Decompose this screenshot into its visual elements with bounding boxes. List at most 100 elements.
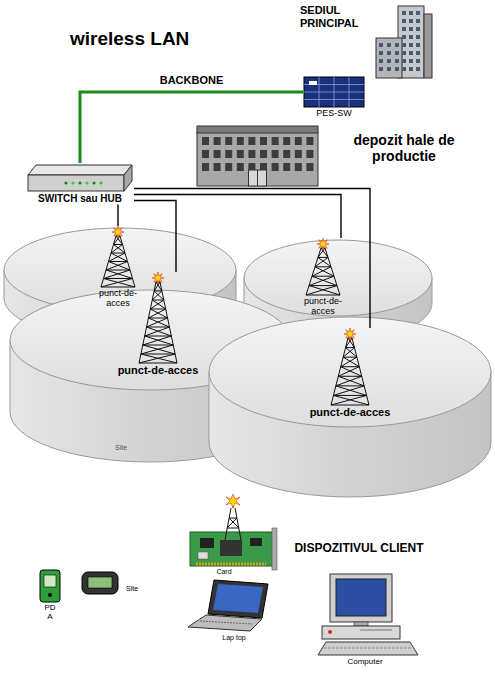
- building-icon: [409, 43, 413, 47]
- tower-lattice: [141, 345, 173, 354]
- building-icon: [225, 137, 232, 145]
- tower-lattice: [109, 262, 131, 271]
- access-point: punct-de-acces: [108, 272, 208, 377]
- tower-lattice: [306, 248, 321, 295]
- rack-icon: [334, 77, 335, 107]
- computer-icon: [330, 574, 392, 622]
- building-icon: [387, 51, 391, 55]
- pager-icon: [82, 572, 118, 594]
- node-label: depozit hale de productie: [334, 132, 474, 164]
- building-icon: [272, 150, 279, 158]
- building-icon: [409, 19, 413, 23]
- laptop-icon: [200, 621, 252, 624]
- laptop-icon: [213, 584, 263, 613]
- tower-lattice: [145, 336, 174, 345]
- building-icon: [260, 137, 267, 145]
- building-icon: [376, 38, 402, 78]
- building-icon: [416, 67, 420, 71]
- building-icon: [257, 170, 258, 186]
- node-label: punct-de-acces: [108, 364, 208, 377]
- node-icon: [303, 238, 343, 296]
- tower-lattice: [139, 276, 177, 363]
- tower-lattice: [147, 327, 170, 328]
- switch-icon: [64, 181, 67, 184]
- device-label: Card: [204, 568, 244, 576]
- network-card-icon: [200, 538, 214, 548]
- site-label: Site: [106, 444, 136, 452]
- antenna-star: [344, 328, 356, 340]
- tower-lattice: [106, 270, 133, 279]
- switch-icon: [85, 181, 88, 184]
- tower-lattice: [341, 366, 360, 367]
- tower-lattice: [336, 386, 367, 396]
- tower-lattice: [143, 345, 175, 354]
- network-card-icon: [250, 538, 262, 546]
- tower-lattice: [160, 282, 177, 363]
- edge-label: BACKBONE: [158, 74, 226, 86]
- tower-lattice: [147, 327, 172, 336]
- node-label: PES-SW: [303, 108, 365, 118]
- tower-lattice: [306, 295, 340, 296]
- tower-lattice: [338, 376, 364, 386]
- tower-lattice: [315, 266, 331, 267]
- computer-icon: [336, 579, 386, 616]
- building-icon: [395, 59, 399, 63]
- switch-icon: [124, 165, 132, 191]
- building-icon: [214, 150, 221, 158]
- node-icon: [195, 124, 320, 188]
- tower-lattice: [139, 282, 156, 363]
- pda-icon: [40, 570, 60, 602]
- building-icon: [283, 137, 290, 145]
- tower-lattice: [331, 395, 367, 405]
- building-icon: [214, 163, 221, 171]
- tower-lattice: [333, 395, 366, 396]
- computer-icon: [354, 622, 368, 626]
- pager-icon: [88, 577, 112, 588]
- building-icon: [416, 19, 420, 23]
- building-icon: [416, 11, 420, 15]
- tower-lattice: [143, 336, 172, 345]
- building-icon: [237, 150, 244, 158]
- building-icon: [402, 59, 406, 63]
- building-icon: [379, 67, 383, 71]
- tower-lattice: [145, 327, 170, 336]
- coverage-disk: [209, 317, 491, 427]
- node-icon: [328, 328, 372, 406]
- rack-icon: [309, 81, 317, 85]
- warehouse-building: depozit hale de productie: [195, 124, 474, 188]
- tower-lattice: [148, 318, 167, 319]
- building-icon: [379, 51, 383, 55]
- network-card-icon: [196, 563, 266, 566]
- tower-lattice: [150, 309, 167, 318]
- tower-lattice: [309, 276, 334, 285]
- network-card-icon: [235, 508, 241, 540]
- coverage-disk: [209, 317, 491, 497]
- pda-icon: [44, 575, 56, 587]
- building-icon: [214, 137, 221, 145]
- tower-lattice: [331, 332, 369, 405]
- tower-lattice: [101, 287, 135, 288]
- building-icon: [248, 137, 255, 145]
- laptop-icon: [188, 580, 268, 631]
- tower-lattice: [331, 405, 369, 406]
- tower-lattice: [143, 345, 173, 346]
- node-label: punct-de-acces: [295, 406, 405, 419]
- building-icon: [202, 163, 209, 171]
- switch-icon: [78, 181, 81, 184]
- building-icon: [306, 137, 313, 145]
- building-icon: [379, 59, 383, 63]
- tower-lattice: [114, 244, 123, 245]
- coverage-disk: [244, 240, 432, 316]
- tower-lattice: [309, 286, 340, 295]
- building-icon: [395, 51, 399, 55]
- building-icon: [272, 163, 279, 171]
- access-point: punct-de-acces: [88, 226, 148, 309]
- building-icon: [260, 150, 267, 158]
- pda-icon: [40, 570, 60, 602]
- building-icon: [283, 163, 290, 171]
- tower-lattice: [148, 309, 165, 318]
- tower-lattice: [343, 357, 357, 358]
- rack-icon: [319, 77, 320, 107]
- building-icon: [197, 132, 318, 186]
